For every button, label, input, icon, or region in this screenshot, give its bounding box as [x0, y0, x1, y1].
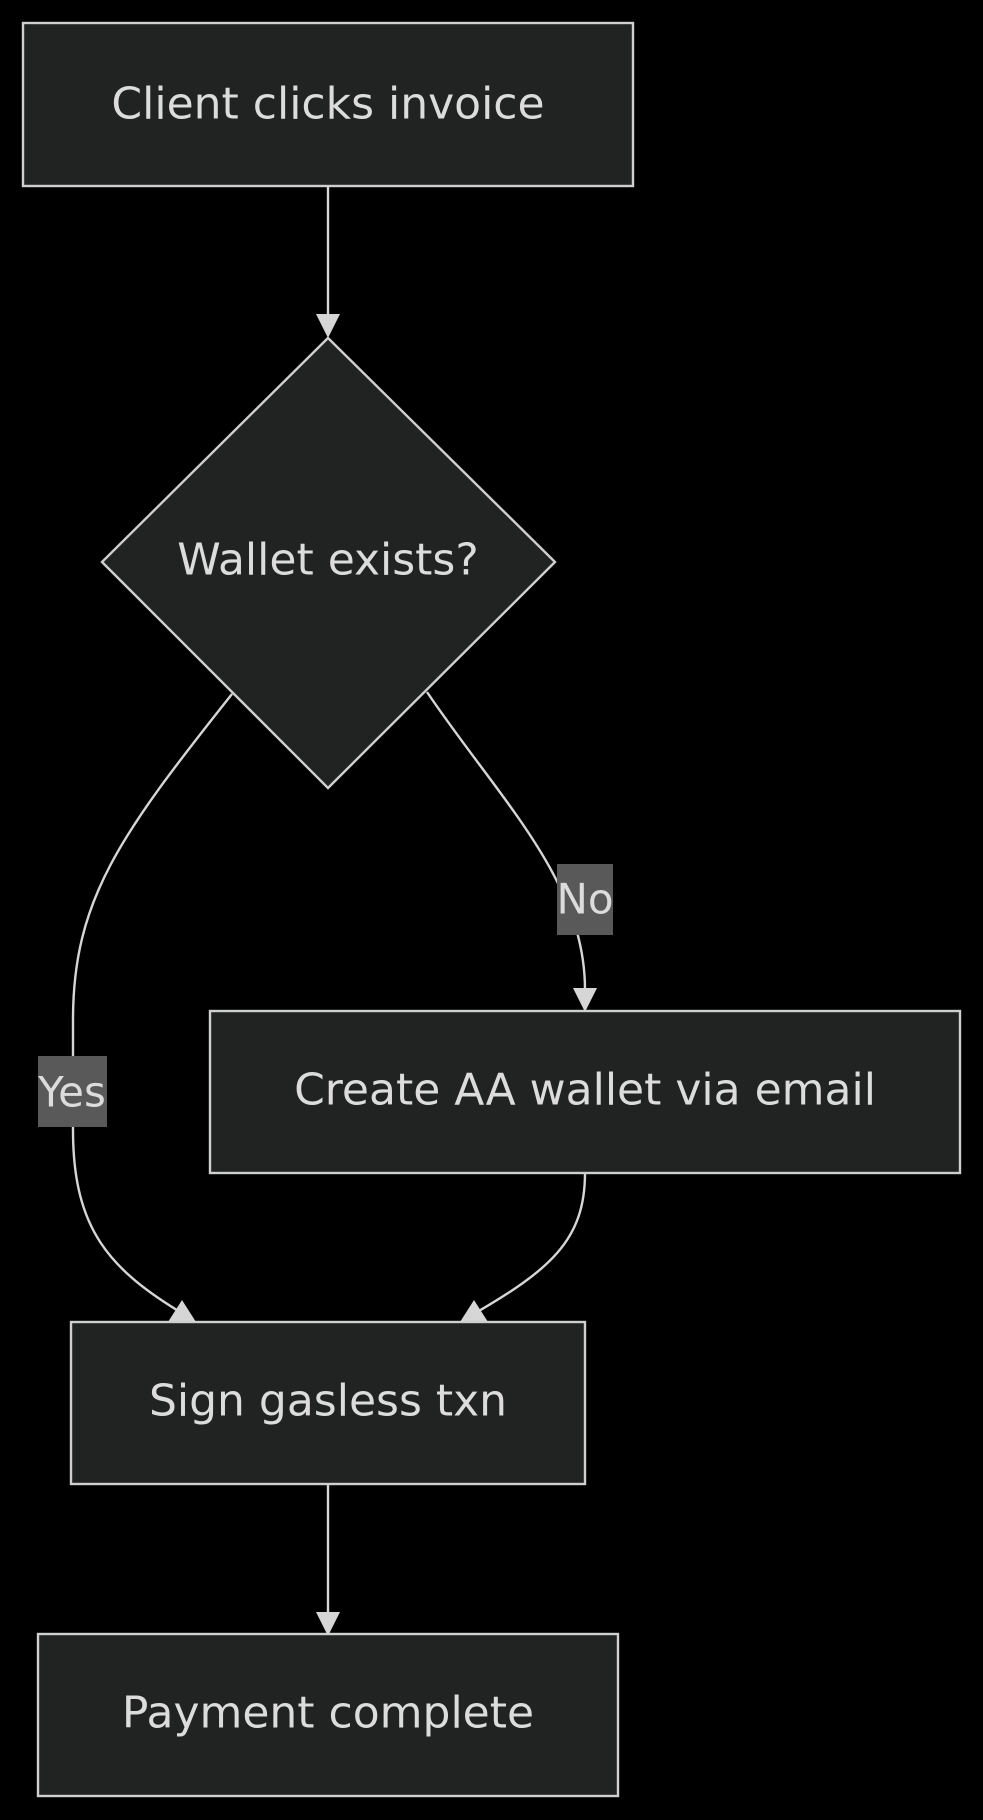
node-create-aa-wallet-label: Create AA wallet via email [294, 1065, 876, 1116]
node-wallet-exists-diamond [100, 336, 557, 790]
edges [71, 186, 597, 1636]
node-payment-complete-box [36, 1632, 620, 1798]
arrowhead-done [316, 1612, 340, 1636]
edge-label-no-bg [557, 864, 613, 935]
edge-create-to-sign [471, 1172, 587, 1317]
node-payment-complete: Payment complete [36, 1632, 620, 1798]
edge-label-yes-text: Yes [37, 1068, 106, 1117]
node-sign-gasless-txn-label: Sign gasless txn [149, 1376, 507, 1427]
edge-label-yes-bg [38, 1056, 107, 1127]
edge-decision-to-sign-yes [71, 693, 233, 1317]
node-payment-complete-label: Payment complete [122, 1688, 534, 1739]
arrowhead-sign-right [460, 1300, 488, 1322]
arrowhead-sign-left [168, 1300, 196, 1322]
edge-label-no: No [556, 864, 614, 935]
node-client-clicks-invoice: Client clicks invoice [21, 21, 635, 188]
node-wallet-exists-label: Wallet exists? [177, 535, 478, 586]
node-wallet-exists-decision: Wallet exists? [100, 336, 557, 790]
edge-label-yes: Yes [37, 1056, 107, 1127]
node-client-clicks-invoice-label: Client clicks invoice [111, 79, 544, 130]
arrowhead-create [573, 988, 597, 1012]
node-sign-gasless-txn: Sign gasless txn [69, 1320, 587, 1486]
node-client-clicks-invoice-box [21, 21, 635, 188]
node-create-aa-wallet: Create AA wallet via email [208, 1009, 962, 1175]
edge-label-no-text: No [556, 875, 613, 924]
edge-decision-to-create-no [426, 691, 587, 991]
arrowhead-decision [316, 314, 340, 338]
node-create-aa-wallet-box [208, 1009, 962, 1175]
node-sign-gasless-txn-box [69, 1320, 587, 1486]
